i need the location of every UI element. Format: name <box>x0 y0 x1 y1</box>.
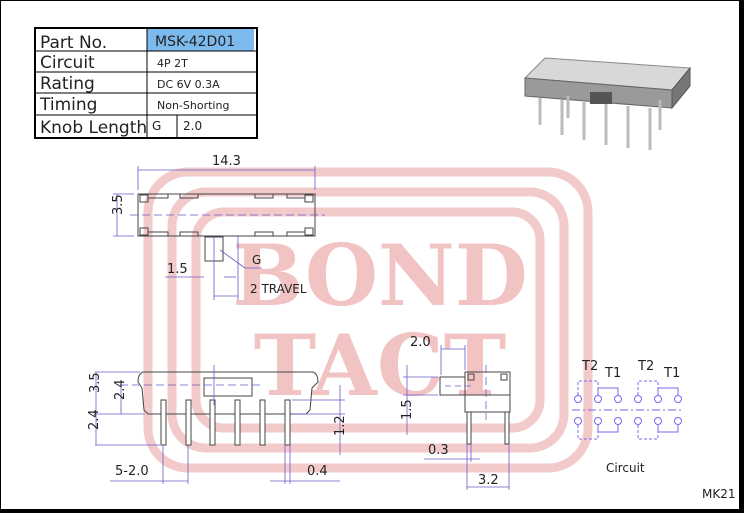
dim-pitch: 5-2.0 <box>115 464 149 479</box>
spec-table: Part No. Circuit Rating Timing Knob Leng… <box>34 27 258 139</box>
watermark: BOND TACT <box>143 167 593 473</box>
dim-knob-length: 2.0 <box>410 335 431 350</box>
dim-pin-width: 0.4 <box>307 464 328 479</box>
dim-pin-dim: 1.2 <box>333 415 348 436</box>
value-part-no: MSK-42D01 <box>155 34 235 50</box>
knob-label: G <box>252 253 261 267</box>
circuit-caption: Circuit <box>606 461 645 475</box>
watermark-line2: TACT <box>254 316 506 415</box>
value-timing: Non-Shorting <box>157 99 229 112</box>
part-no-highlight <box>147 29 254 51</box>
circuit-label-t1-a: T1 <box>604 366 621 381</box>
value-rating: DC 6V 0.3A <box>157 78 220 91</box>
product-3d-image <box>523 57 691 150</box>
drawing-code: MK21 <box>702 487 736 501</box>
label-rating: Rating <box>40 74 95 94</box>
value-circuit: 4P 2T <box>157 57 188 70</box>
dim-offset: 1.5 <box>167 262 188 277</box>
dim-pin-thickness: 0.3 <box>428 443 449 458</box>
dim-knob-height: 1.5 <box>400 399 415 420</box>
side-view: 2.0 1.5 0.3 3.2 <box>400 335 511 490</box>
dim-height: 3.5 <box>111 194 126 215</box>
label-circuit: Circuit <box>40 53 95 73</box>
circuit-label-t2-a: T2 <box>581 359 598 374</box>
label-knob-length: Knob Length <box>40 118 147 138</box>
value-knob-code: G <box>152 119 161 133</box>
dim-body-height: 2.4 <box>113 379 128 400</box>
front-view: 3.5 2.4 2.4 5-2.0 0.4 1.2 <box>87 365 348 484</box>
dim-travel: 2 TRAVEL <box>250 282 307 296</box>
dim-total-height: 3.5 <box>88 372 103 393</box>
circuit-label-t1-b: T1 <box>663 366 680 381</box>
circuit-label-t2-b: T2 <box>637 359 654 374</box>
watermark-line1: BOND <box>232 226 527 325</box>
top-view: 14.3 3.5 1.5 G 2 TRAVEL <box>111 154 325 300</box>
dim-width: 14.3 <box>212 154 241 169</box>
value-knob-length: 2.0 <box>183 119 202 133</box>
circuit-diagram: T2 T1 T2 T1 Circuit <box>572 359 684 475</box>
dim-pin-length: 2.4 <box>87 409 102 430</box>
label-part-no: Part No. <box>40 33 107 53</box>
dim-pin-span: 3.2 <box>478 473 499 488</box>
label-timing: Timing <box>39 95 97 115</box>
